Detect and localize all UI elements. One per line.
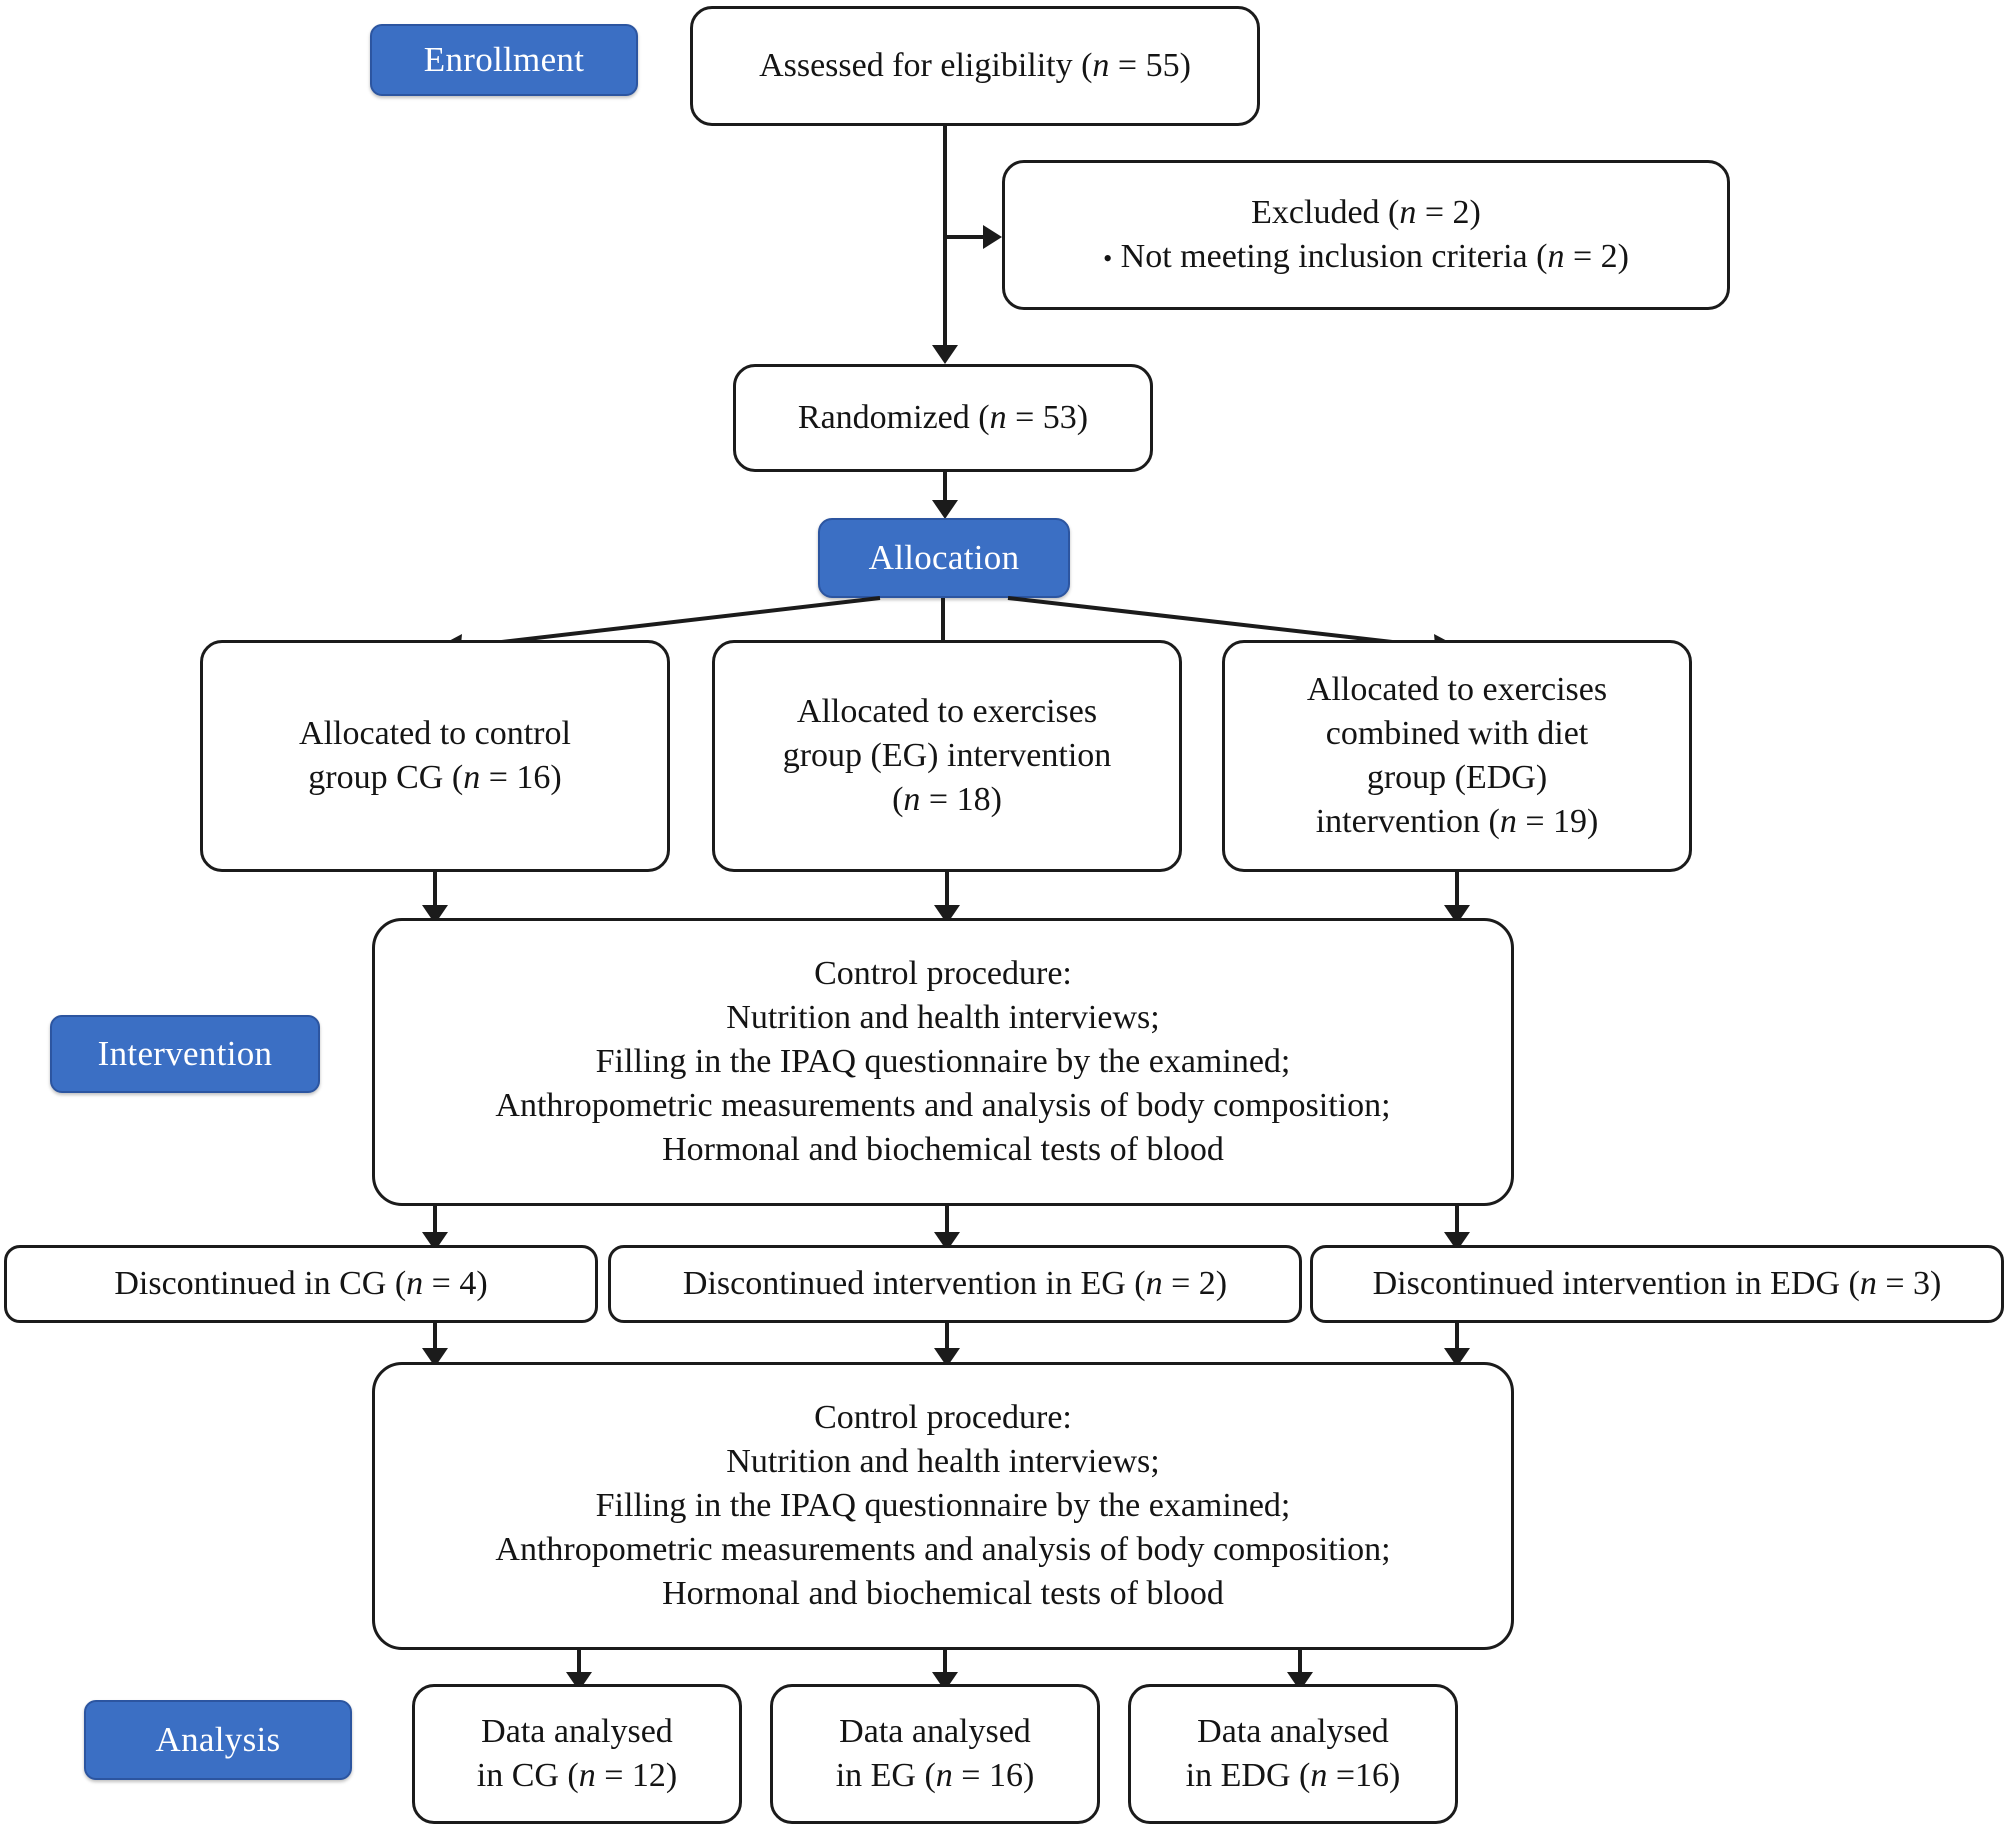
connector-edg-to-procedure1 — [1455, 872, 1459, 920]
arrow-randomized-to-allocation — [932, 500, 958, 519]
analysed-eg-line2: in EG (n = 16) — [835, 1757, 1035, 1794]
node-discontinued-cg: Discontinued in CG (n = 4) — [4, 1245, 598, 1323]
connector-to-excluded — [943, 235, 998, 239]
procedure2-line1: Control procedure: — [814, 1398, 1072, 1436]
excluded-bullet-text: Not meeting inclusion criteria (n = 2) — [1120, 238, 1629, 275]
procedure2-line5: Hormonal and biochemical tests of blood — [662, 1575, 1224, 1613]
alloc-eg-line2: group (EG) intervention — [782, 736, 1112, 774]
excluded-heading: Excluded (n = 2) — [1251, 193, 1481, 231]
connector-procedure2-to-analysed-eg — [943, 1650, 947, 1684]
connector-procedure2-to-analysed-cg — [577, 1650, 581, 1684]
assessed-text: Assessed for eligibility (n = 55) — [759, 46, 1191, 84]
procedure1-line5: Hormonal and biochemical tests of blood — [662, 1131, 1224, 1169]
node-data-analysed-cg: Data analysed in CG (n = 12) — [412, 1684, 742, 1824]
connector-procedure1-to-discont-edg — [1455, 1206, 1459, 1244]
procedure1-line4: Anthropometric measurements and analysis… — [495, 1087, 1391, 1125]
connector-cg-to-procedure1 — [433, 872, 437, 920]
alloc-eg-line3: (n = 18) — [892, 781, 1002, 819]
alloc-cg-line1: Allocated to control — [299, 714, 571, 752]
discont-cg-text: Discontinued in CG (n = 4) — [114, 1264, 488, 1302]
stage-badge-analysis-label: Analysis — [155, 1720, 281, 1759]
stage-badge-enrollment: Enrollment — [370, 24, 638, 96]
node-excluded: Excluded (n = 2) • Not meeting inclusion… — [1002, 160, 1730, 310]
analysed-edg-line2: in EDG (n =16) — [1185, 1757, 1401, 1794]
node-randomized: Randomized (n = 53) — [733, 364, 1153, 472]
node-allocated-exercise-group: Allocated to exercises group (EG) interv… — [712, 640, 1182, 872]
alloc-edg-line4: intervention (n = 19) — [1315, 803, 1599, 841]
stage-badge-allocation: Allocation — [818, 518, 1070, 598]
discont-edg-text: Discontinued intervention in EDG (n = 3) — [1372, 1264, 1942, 1302]
connector-eg-to-procedure1 — [945, 872, 949, 920]
stage-badge-analysis: Analysis — [84, 1700, 352, 1780]
alloc-cg-line2: group CG (n = 16) — [308, 759, 562, 796]
stage-badge-intervention-label: Intervention — [97, 1034, 273, 1073]
arrow-to-excluded — [983, 225, 1002, 249]
stage-badge-allocation-label: Allocation — [868, 538, 1020, 577]
node-control-procedure-intervention: Control procedure: Nutrition and health … — [372, 918, 1514, 1206]
procedure2-line2: Nutrition and health interviews; — [726, 1442, 1160, 1480]
node-assessed-for-eligibility: Assessed for eligibility (n = 55) — [690, 6, 1260, 126]
node-discontinued-edg: Discontinued intervention in EDG (n = 3) — [1310, 1245, 2004, 1323]
node-control-procedure-analysis: Control procedure: Nutrition and health … — [372, 1362, 1514, 1650]
alloc-edg-line1: Allocated to exercises — [1306, 670, 1608, 708]
stage-badge-intervention: Intervention — [50, 1015, 320, 1093]
node-data-analysed-edg: Data analysed in EDG (n =16) — [1128, 1684, 1458, 1824]
arrow-assessed-to-randomized — [932, 345, 958, 364]
node-discontinued-eg: Discontinued intervention in EG (n = 2) — [608, 1245, 1302, 1323]
procedure1-line1: Control procedure: — [814, 954, 1072, 992]
node-data-analysed-eg: Data analysed in EG (n = 16) — [770, 1684, 1100, 1824]
node-allocated-exercise-diet-group: Allocated to exercises combined with die… — [1222, 640, 1692, 872]
excluded-bullet-item: • Not meeting inclusion criteria (n = 2) — [1103, 235, 1629, 279]
analysed-edg-line1: Data analysed — [1197, 1712, 1389, 1750]
procedure2-line3: Filling in the IPAQ questionnaire by the… — [595, 1486, 1291, 1524]
connector-discont-eg-to-procedure2 — [945, 1323, 949, 1361]
alloc-eg-line1: Allocated to exercises — [796, 692, 1098, 730]
procedure1-line3: Filling in the IPAQ questionnaire by the… — [595, 1042, 1291, 1080]
discont-eg-text: Discontinued intervention in EG (n = 2) — [682, 1264, 1228, 1302]
procedure1-line2: Nutrition and health interviews; — [726, 998, 1160, 1036]
alloc-edg-line2: combined with diet — [1325, 714, 1589, 752]
bullet-icon: • — [1103, 244, 1113, 273]
connector-discont-cg-to-procedure2 — [433, 1323, 437, 1361]
connector-procedure2-to-analysed-edg — [1298, 1650, 1302, 1684]
analysed-cg-line2: in CG (n = 12) — [476, 1757, 678, 1794]
node-allocated-control-group: Allocated to control group CG (n = 16) — [200, 640, 670, 872]
alloc-edg-line3: group (EDG) — [1366, 759, 1548, 796]
connector-discont-edg-to-procedure2 — [1455, 1323, 1459, 1361]
connector-randomized-to-allocation — [943, 472, 947, 510]
connector-procedure1-to-discont-cg — [433, 1206, 437, 1244]
randomized-text: Randomized (n = 53) — [797, 398, 1089, 436]
analysed-eg-line1: Data analysed — [839, 1712, 1031, 1750]
analysed-cg-line1: Data analysed — [481, 1712, 673, 1750]
procedure2-line4: Anthropometric measurements and analysis… — [495, 1531, 1391, 1569]
stage-badge-enrollment-label: Enrollment — [423, 40, 585, 79]
connector-procedure1-to-discont-eg — [945, 1206, 949, 1244]
